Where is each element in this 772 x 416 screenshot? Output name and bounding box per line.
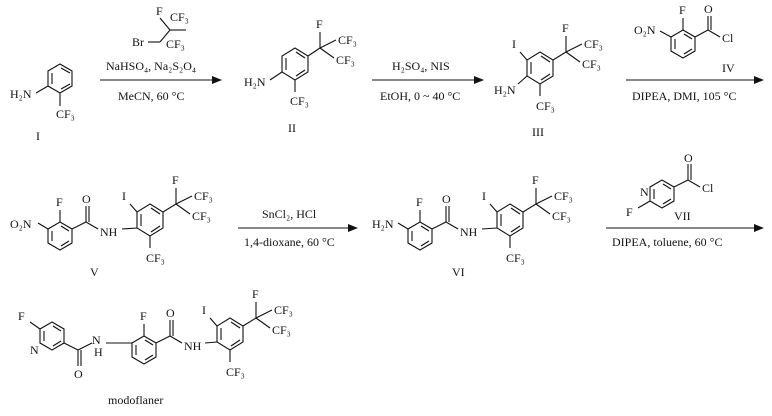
nh-label: NH xyxy=(460,225,478,239)
compound-VII: N F O Cl VII xyxy=(626,151,714,223)
f-label: F xyxy=(679,3,686,17)
reagent-cf3-a: CF₃ xyxy=(170,10,189,24)
step-1: F CF₃ Br CF₃ NaHSO₄, Na₂S₂O₄ MeCN, 60 °C xyxy=(100,4,222,103)
reagent-cf3-b: CF₃ xyxy=(166,37,185,51)
step2-conditions: EtOH, 0 ~ 40 °C xyxy=(380,89,460,103)
cf3-top-label: CF₃ xyxy=(274,303,293,317)
f2-label: F xyxy=(140,309,147,323)
compound-II: F CF₃ CF₃ H₂N CF₃ II xyxy=(244,17,357,135)
cf3-label: CF₃ xyxy=(226,365,245,379)
cf3-label: CF₃ xyxy=(506,251,525,265)
cf3-label: CF₃ xyxy=(290,94,309,108)
nh2-label: H₂N xyxy=(494,83,516,97)
h-label: H xyxy=(94,345,103,359)
h2n-label: H₂N xyxy=(372,217,394,231)
f3-label: F xyxy=(252,287,259,301)
step4-conditions: 1,4-dioxane, 60 °C xyxy=(244,235,335,249)
compound-id: I xyxy=(36,129,40,143)
o2n-label: O₂N xyxy=(10,217,32,231)
step5-conditions: DIPEA, toluene, 60 °C xyxy=(612,235,722,249)
n-label: N xyxy=(30,343,39,357)
o-label: O xyxy=(684,151,693,165)
f-label: F xyxy=(18,309,25,323)
compound-id: VII xyxy=(674,209,691,223)
i-label: I xyxy=(202,303,206,317)
compound-id: III xyxy=(532,125,544,139)
compound-I: H₂N CF₃ I xyxy=(10,63,75,143)
cf3-side-label: CF₃ xyxy=(192,209,211,223)
compound-id: modoflaner xyxy=(108,393,163,407)
f-label: F xyxy=(626,205,633,219)
f2-label: F xyxy=(172,173,179,187)
compound-id: IV xyxy=(722,61,735,75)
f-label: F xyxy=(416,195,423,209)
i-label: I xyxy=(122,189,126,203)
cl-label: Cl xyxy=(702,181,714,195)
cl-label: Cl xyxy=(722,31,734,45)
compound-id: II xyxy=(288,121,296,135)
nh2-label: NH xyxy=(184,339,202,353)
compound-IV: F O Cl O₂N IV xyxy=(634,2,735,75)
o2-label: O xyxy=(166,306,175,320)
compound-id: V xyxy=(90,265,99,279)
i-label: I xyxy=(512,37,516,51)
cf3-label: CF₃ xyxy=(146,251,165,265)
o-label: O xyxy=(442,192,451,206)
nh-label: N xyxy=(92,333,101,347)
cf3-label: CF₃ xyxy=(56,107,75,121)
cf3-top-label: CF₃ xyxy=(584,37,603,51)
step-2: H₂SO₄, NIS EtOH, 0 ~ 40 °C xyxy=(372,59,484,103)
cf3-side-label: CF₃ xyxy=(336,53,355,67)
f2-label: F xyxy=(532,173,539,187)
nh-label: NH xyxy=(100,225,118,239)
cf3-side-label: CF₃ xyxy=(582,57,601,71)
nh2-label: H₂N xyxy=(10,87,32,101)
i-label: I xyxy=(482,189,486,203)
o-label: O xyxy=(82,192,91,206)
compound-V: F O O₂N NH I F CF₃ CF₃ CF₃ V xyxy=(10,173,213,279)
o-label: O xyxy=(704,2,713,16)
compound-id: VI xyxy=(452,265,465,279)
f-label: F xyxy=(316,17,323,31)
cf3-top-label: CF₃ xyxy=(338,33,357,47)
step4-reagent: SnCl₂, HCl xyxy=(262,207,317,221)
step1-conditions-1: NaHSO₄, Na₂S₂O₄ xyxy=(106,59,196,73)
compound-VI: F O H₂N NH I F CF₃ CF₃ CF₃ VI xyxy=(372,173,573,279)
n-label: N xyxy=(640,185,649,199)
step-3: DIPEA, DMI, 105 °C xyxy=(626,76,764,103)
nh2-label: H₂N xyxy=(244,75,266,89)
cf3-top-label: CF₃ xyxy=(554,189,573,203)
o2n-label: O₂N xyxy=(634,23,656,37)
cf3-side-label: CF₃ xyxy=(552,209,571,223)
step-4: SnCl₂, HCl 1,4-dioxane, 60 °C xyxy=(238,207,358,249)
compound-modoflaner: F N O N H F O NH I F CF₃ CF₃ CF₃ modofla… xyxy=(18,287,293,407)
cf3-side-label: CF₃ xyxy=(272,323,291,337)
step3-conditions: DIPEA, DMI, 105 °C xyxy=(632,89,736,103)
cf3-top-label: CF₃ xyxy=(194,189,213,203)
f-label: F xyxy=(56,195,63,209)
step1-conditions-2: MeCN, 60 °C xyxy=(118,89,184,103)
reagent-f: F xyxy=(156,4,163,18)
reagent-br: Br xyxy=(132,35,144,49)
f-label: F xyxy=(562,21,569,35)
step2-reagent: H₂SO₄, NIS xyxy=(392,59,450,73)
compound-III: I F CF₃ CF₃ H₂N CF₃ III xyxy=(494,21,603,139)
step-5: DIPEA, toluene, 60 °C xyxy=(606,224,764,249)
cf3-label: CF₃ xyxy=(536,99,555,113)
o-label: O xyxy=(74,367,83,381)
